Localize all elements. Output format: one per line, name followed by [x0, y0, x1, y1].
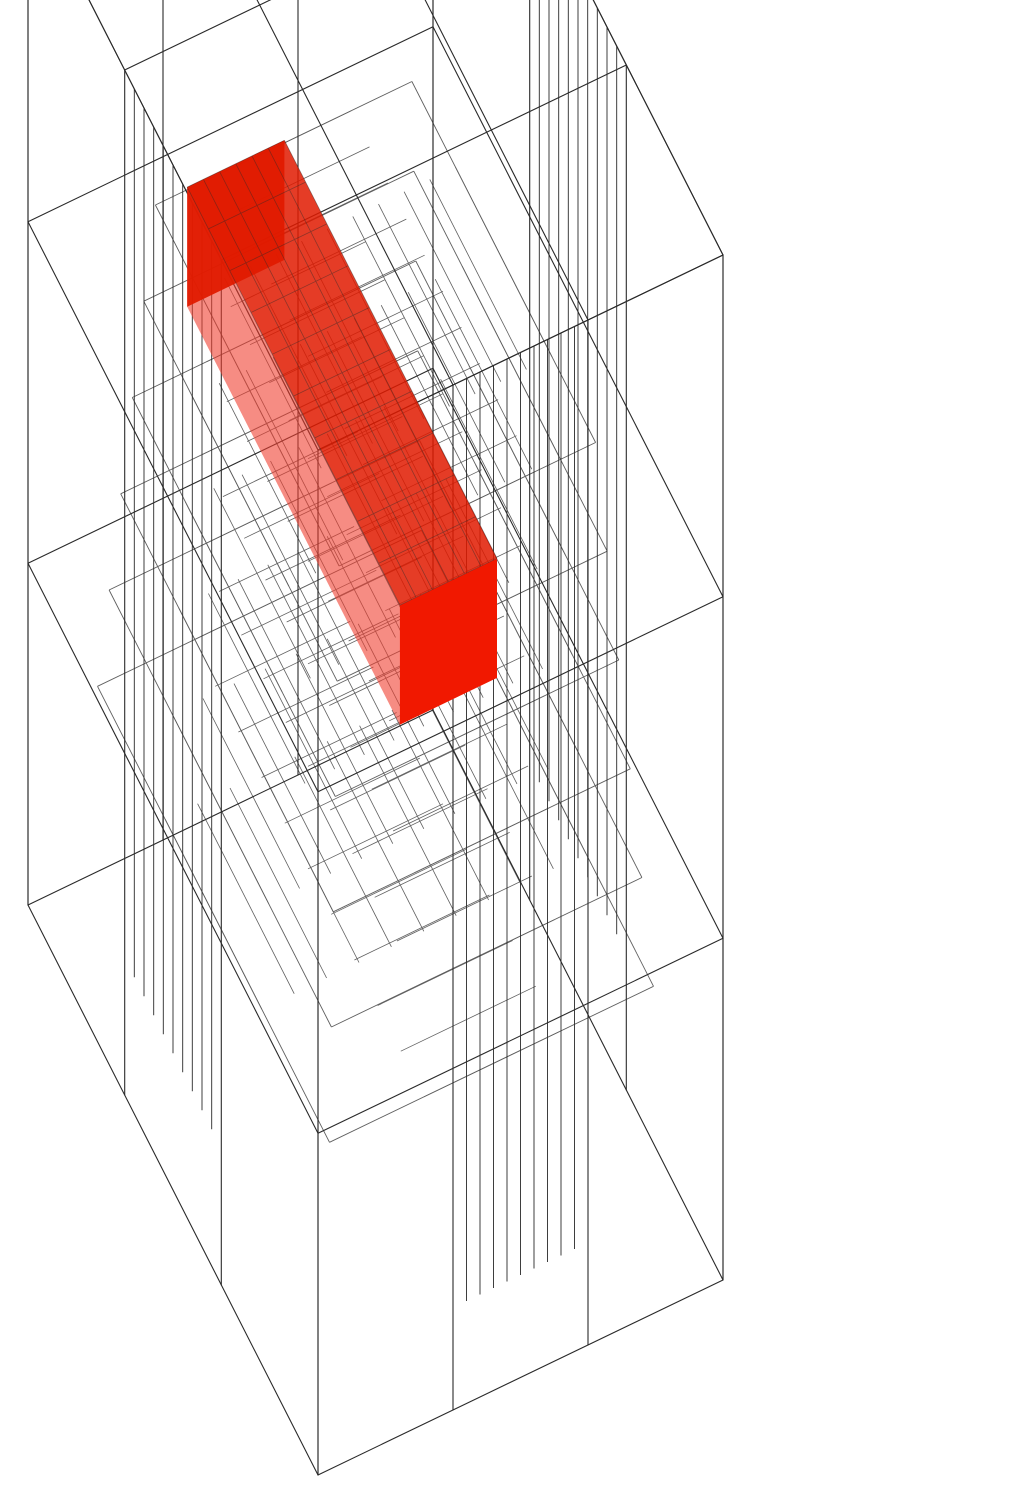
- layer-dense-line: [455, 166, 553, 358]
- prism-overlay-line: [284, 140, 498, 559]
- layer-dense-line: [488, 663, 587, 854]
- prism-overlay-line: [187, 139, 285, 188]
- top-line-u: [592, 0, 724, 256]
- prism-overlay-line: [335, 432, 434, 481]
- layer-dense-line: [424, 694, 522, 885]
- layer-dense-line: [461, 266, 560, 457]
- layer-dense-line: [297, 550, 395, 741]
- layer-dense-line: [326, 741, 425, 932]
- layer-dense-line: [191, 575, 328, 642]
- layer-dense-line: [197, 803, 295, 994]
- layer-dense-line: [294, 756, 392, 947]
- back-horizontal-line: [27, 26, 434, 223]
- layer-dense-line: [229, 787, 327, 979]
- layer-dense-line: [377, 940, 513, 1006]
- layer-dense-line: [419, 919, 555, 986]
- prism-overlay-line: [399, 557, 498, 606]
- refined-band: [133, 0, 618, 1301]
- prism-side-face: [187, 187, 400, 725]
- layer-dense-line: [295, 653, 394, 844]
- layer-dense-line: [414, 807, 550, 874]
- layer-dense-line: [392, 765, 529, 832]
- layer-dense-line: [233, 683, 332, 874]
- prism-overlay-lines: [186, 139, 498, 606]
- mesh-lines: [27, 0, 724, 1476]
- layer-dense-line: [191, 396, 290, 587]
- layer-dense-line: [185, 501, 283, 693]
- layer-dense-line: [202, 698, 300, 889]
- back-horizontal-line: [27, 709, 434, 906]
- prism-overlay-line: [235, 163, 449, 582]
- prism-overlay-line: [251, 155, 465, 575]
- layer-dense-line: [371, 723, 507, 790]
- layer-dense-line: [374, 831, 510, 898]
- prism-overlay-line: [267, 147, 482, 567]
- layer-dense-line: [468, 365, 566, 556]
- layer-dense-line: [267, 564, 365, 755]
- layer-dense-line: [456, 678, 554, 869]
- layer-dense-line: [475, 464, 573, 655]
- layer-dense-line: [241, 474, 340, 665]
- layer-dense-line: [213, 488, 311, 679]
- layer-dense-line: [400, 985, 536, 1052]
- prism-overlay-line: [293, 348, 391, 397]
- layer-dense-line: [178, 607, 276, 798]
- layer-dense-line: [434, 279, 533, 470]
- prism-overlay-line: [186, 186, 401, 606]
- layer-dense-line: [237, 579, 336, 770]
- layer-dense-line: [440, 379, 538, 570]
- layer-dense-line: [482, 563, 580, 755]
- highlight-prism: [187, 140, 497, 725]
- layer-dense-line: [396, 875, 533, 942]
- right-horizontal-line: [432, 709, 724, 1281]
- front-horizontal-line: [317, 1279, 724, 1476]
- layer-dense-line: [164, 819, 263, 1010]
- layer-dense-line: [429, 179, 527, 370]
- layer-dense-line: [208, 593, 306, 784]
- layer-dense-line: [407, 292, 506, 483]
- layer-dense-line: [264, 668, 363, 859]
- prism-overlay-line: [250, 265, 349, 313]
- prism-overlay-line: [229, 223, 328, 272]
- prism-overlay-line: [272, 307, 370, 355]
- prism-overlay-line: [219, 171, 433, 590]
- layer-dense-line: [378, 203, 476, 395]
- layer-dense-line: [409, 695, 545, 762]
- layer-dense-line: [218, 383, 317, 574]
- layer-dense-line: [423, 1031, 560, 1098]
- top-line-v: [124, 0, 272, 71]
- layer-dense-line: [352, 216, 450, 407]
- prism-overlay-line: [203, 179, 417, 598]
- layer-dense-line: [391, 709, 489, 901]
- layer-dense-line: [238, 666, 374, 733]
- prism-front-face: [399, 558, 497, 725]
- top-line-u: [256, 0, 454, 386]
- layer-dense-line: [403, 191, 502, 382]
- layer-dense-line: [171, 713, 269, 904]
- prism-overlay-line: [314, 390, 413, 439]
- layer-dense-line: [215, 620, 351, 687]
- prism-back-face: [187, 140, 285, 307]
- prism-overlay-line: [208, 181, 306, 230]
- layer-dense-line: [359, 725, 457, 916]
- prism-overlay-line: [378, 516, 476, 564]
- layer-dense-line: [380, 305, 479, 496]
- layer-dense-line: [326, 638, 425, 829]
- left-horizontal-line: [27, 904, 319, 1476]
- prism-overlay-line: [357, 474, 455, 522]
